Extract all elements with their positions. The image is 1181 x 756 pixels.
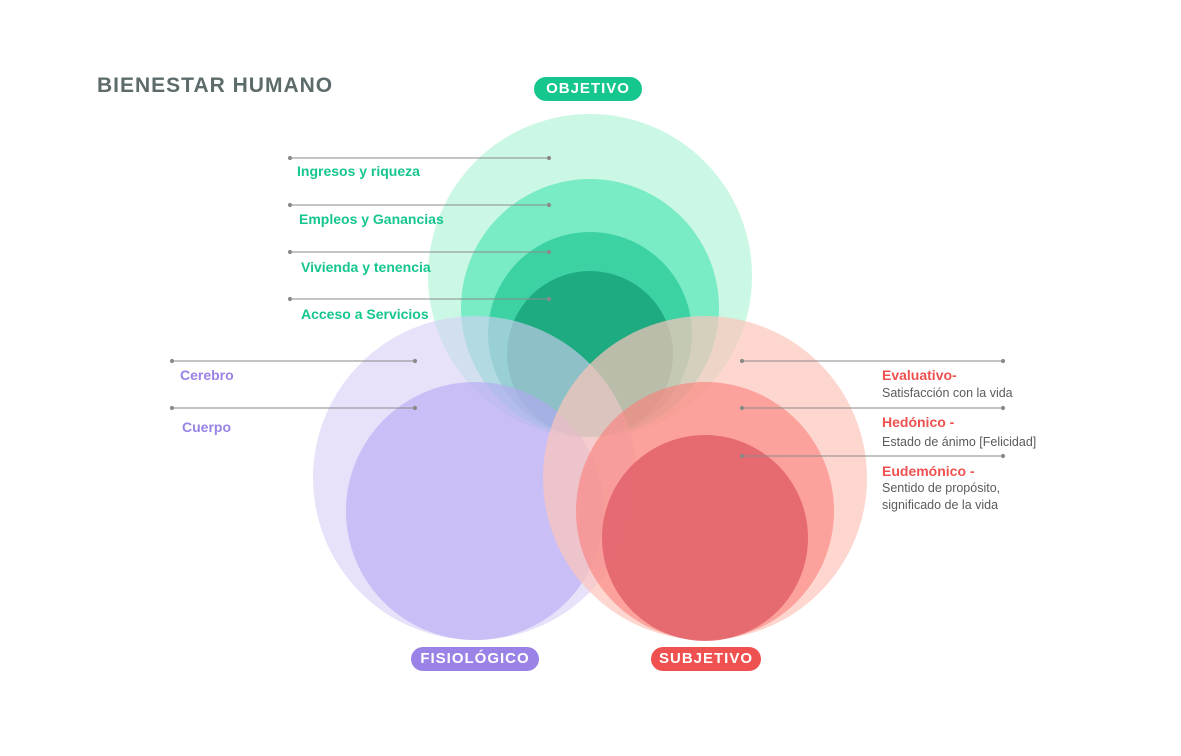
subjetivo-item-eudemonico-title: Eudemónico -	[882, 463, 975, 479]
subjetivo-circle-inner	[602, 435, 808, 641]
subjetivo-item-eudemonico-desc-line2: significado de la vida	[882, 498, 999, 512]
objetivo-item-acceso: Acceso a Servicios	[301, 306, 429, 322]
objetivo-item-empleos: Empleos y Ganancias	[299, 211, 444, 227]
subjetivo-item-evaluativo-title: Evaluativo-	[882, 367, 957, 383]
subjetivo-item-evaluativo-desc: Satisfacción con la vida	[882, 386, 1013, 400]
fisiologico-circle-inner	[346, 382, 604, 640]
subjetivo-item-eudemonico-desc-line1: Sentido de propósito,	[882, 481, 1001, 495]
page-title: BIENESTAR HUMANO	[97, 74, 334, 97]
subjetivo-badge: SUBJETIVO	[651, 647, 761, 671]
subjetivo-item-hedonico-desc: Estado de ánimo [Felicidad]	[882, 435, 1037, 449]
fisiologico-item-cerebro: Cerebro	[180, 367, 234, 383]
objetivo-item-ingresos: Ingresos y riqueza	[297, 163, 420, 179]
fisiologico-item-cuerpo: Cuerpo	[182, 419, 231, 435]
objetivo-badge: OBJETIVO	[534, 77, 642, 101]
objetivo-item-vivienda: Vivienda y tenencia	[301, 259, 431, 275]
subjetivo-item-hedonico-title: Hedónico -	[882, 414, 955, 430]
fisiologico-badge: FISIOLÓGICO	[411, 647, 539, 671]
